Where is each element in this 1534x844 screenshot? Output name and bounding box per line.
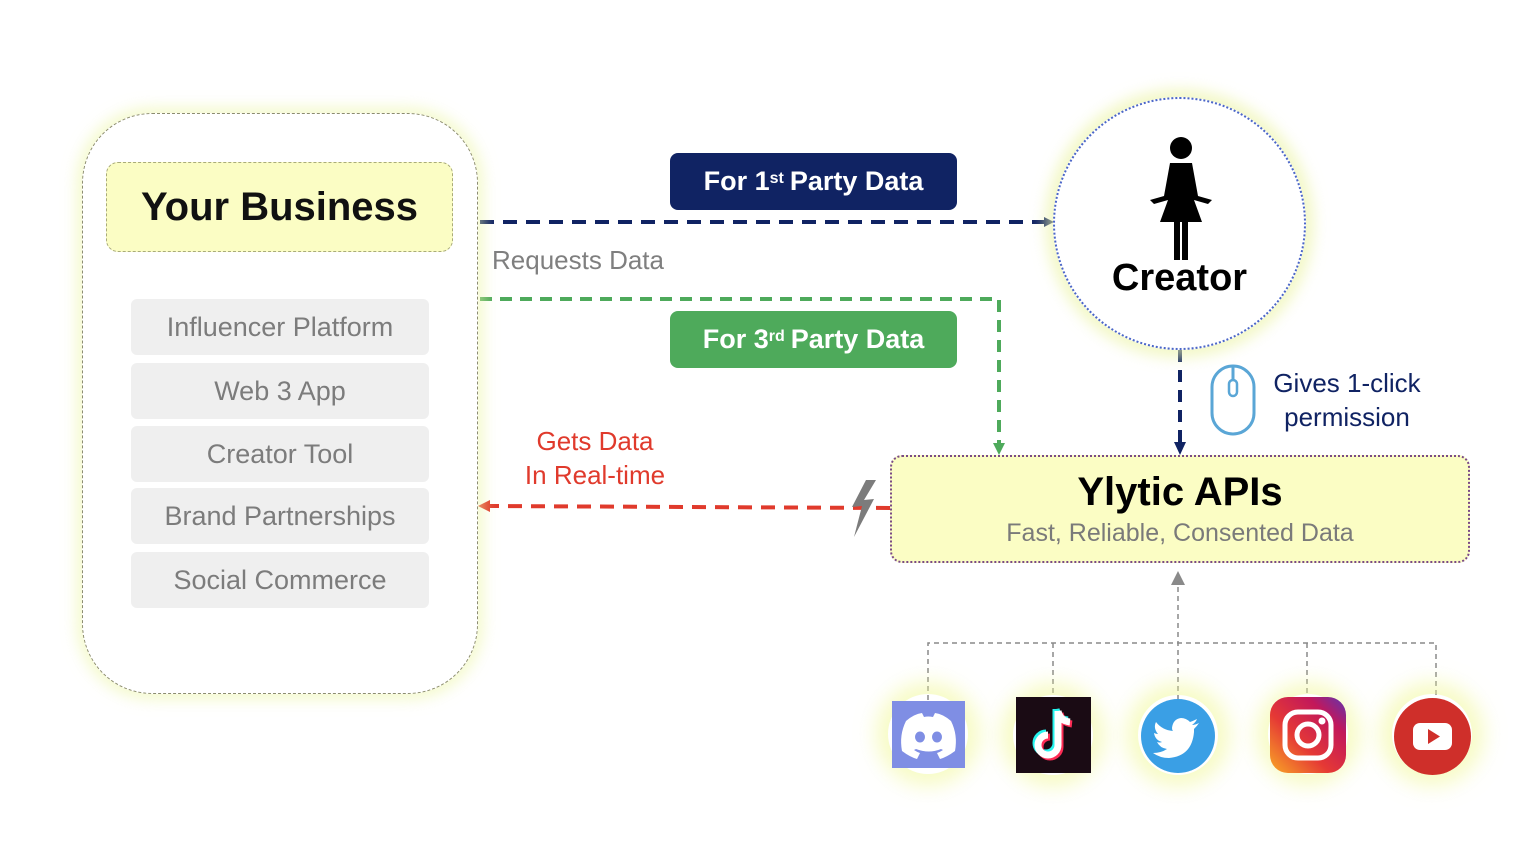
creator-label: Creator <box>1111 257 1248 299</box>
permission-label: Gives 1-click permission <box>1273 368 1421 432</box>
business-title: Your Business <box>106 162 453 252</box>
use-case-social-commerce: Social Commerce <box>131 552 429 608</box>
realtime-data-arrow <box>487 504 891 510</box>
use-case-brand-partnerships: Brand Partnerships <box>131 488 429 544</box>
youtube-icon <box>1394 698 1471 775</box>
instagram-icon <box>1270 697 1346 773</box>
use-case-creator-tool: Creator Tool <box>131 426 429 482</box>
tiktok-icon <box>1016 697 1091 773</box>
api-box <box>890 455 1470 563</box>
lightning-icon <box>852 480 876 537</box>
api-subtitle: Fast, Reliable, Consented Data <box>1006 519 1354 547</box>
use-case-influencer-platform: Influencer Platform <box>131 299 429 355</box>
use-case-web3-app: Web 3 App <box>131 363 429 419</box>
mouse-icon <box>1210 364 1256 436</box>
creator-person-icon <box>1150 137 1212 260</box>
twitter-icon <box>1141 699 1215 773</box>
api-title: Ylytic APIs <box>1077 470 1283 514</box>
requests-data-label: Requests Data <box>492 245 664 275</box>
discord-icon <box>892 701 965 768</box>
gets-data-label: Gets Data In Real-time <box>524 426 666 490</box>
